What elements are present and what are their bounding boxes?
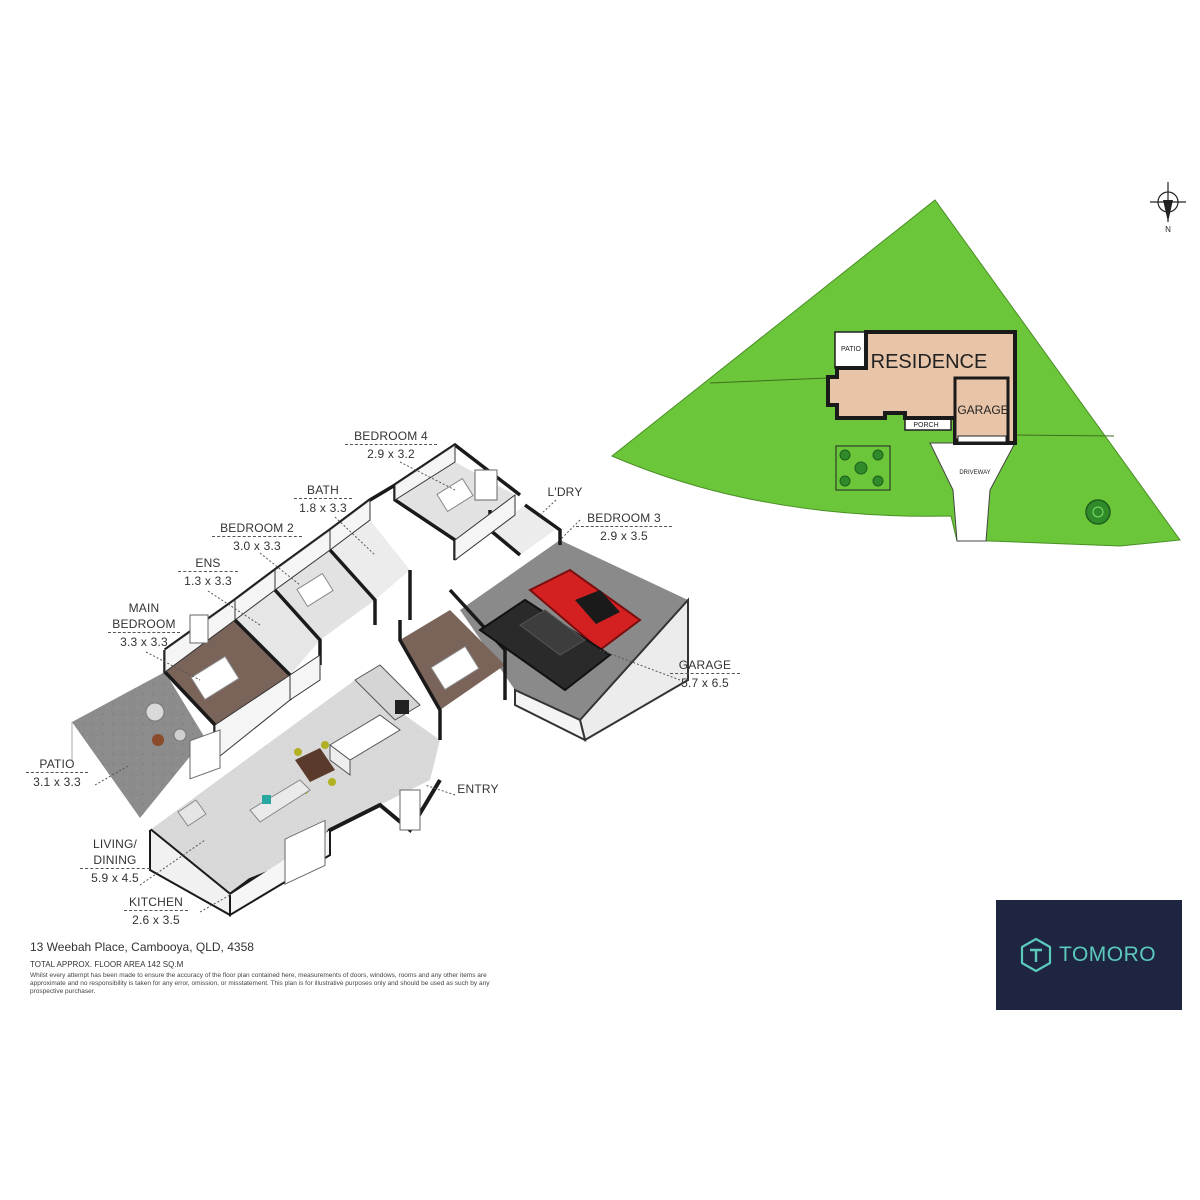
ensuite-floor <box>235 590 320 675</box>
bed-main <box>190 655 240 701</box>
property-address: 13 Weebah Place, Cambooya, QLD, 4358 <box>30 940 254 954</box>
sofa <box>249 779 311 823</box>
garage-block <box>953 376 1010 442</box>
dining-table <box>295 748 335 782</box>
black-car <box>478 598 612 692</box>
leader-lines <box>94 461 681 913</box>
room-label-entry: ENTRY <box>457 782 499 796</box>
floor-plan-3d <box>71 442 689 917</box>
bed-bedroom2 <box>296 572 334 608</box>
boundary-line-east <box>1015 434 1115 437</box>
garage-door <box>957 435 1007 443</box>
bath-floor <box>330 520 410 600</box>
patio-paving <box>72 672 205 818</box>
patio-label: PATIO <box>841 346 862 353</box>
boundary-line-west <box>709 377 829 384</box>
disclaimer: Whilst every attempt has been made to en… <box>30 972 490 995</box>
hexagon-t-icon <box>1020 937 1052 973</box>
residence-label: RESIDENCE <box>871 351 988 373</box>
site-plan: RESIDENCE GARAGE PATIO PORCH DRIVEWAY N <box>611 182 1186 547</box>
room-label-laundry: L'DRY <box>547 485 583 499</box>
armchair <box>177 799 207 827</box>
porch-label: PORCH <box>913 422 938 429</box>
north-label: N <box>1165 225 1171 234</box>
tree-icon <box>1085 499 1111 525</box>
driveway-label: DRIVEWAY <box>959 470 990 476</box>
logo-text: TOMORO <box>1059 943 1157 966</box>
garage-label: GARAGE <box>957 403 1008 417</box>
red-car <box>528 568 642 652</box>
floor-area: TOTAL APPROX. FLOOR AREA 142 SQ.M <box>30 960 184 969</box>
garage-slab <box>460 540 688 720</box>
garden-bed <box>835 445 891 491</box>
bed-bedroom4 <box>436 477 474 513</box>
north-arrow-icon: N <box>1150 182 1186 234</box>
tomoro-logo: TOMORO <box>996 900 1182 1010</box>
bed-bedroom3 <box>430 645 480 691</box>
